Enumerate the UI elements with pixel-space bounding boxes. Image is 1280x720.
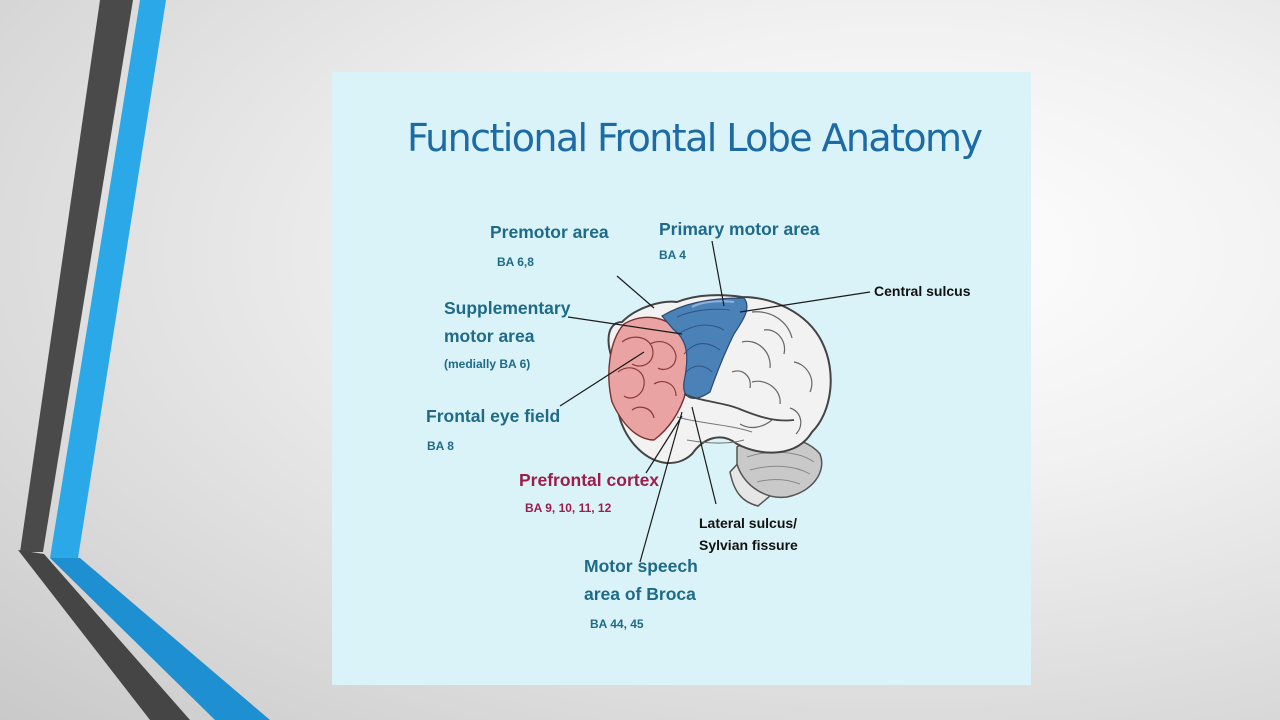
lateral-sulcus-label-line1: Lateral sulcus/ xyxy=(699,515,798,531)
decor-stripe-blue xyxy=(50,0,166,558)
frontal-eye-field-ba: BA 8 xyxy=(427,439,454,453)
leader-premotor xyxy=(616,275,655,309)
supplementary-ba: (medially BA 6) xyxy=(444,357,531,371)
broca-label-line1: Motor speech xyxy=(584,556,698,576)
frontal-lobe-diagram: Functional Frontal Lobe Anatomy xyxy=(332,72,1031,685)
leader-lateral-sulcus xyxy=(691,406,717,505)
leader-central-sulcus xyxy=(739,291,871,313)
lateral-sulcus-label-line2: Sylvian fissure xyxy=(699,537,798,553)
leader-supplementary xyxy=(567,316,683,335)
leader-lines xyxy=(559,240,871,563)
supplementary-label-line2: motor area xyxy=(444,326,535,346)
primary-motor-ba: BA 4 xyxy=(659,248,686,262)
broca-label-line2: area of Broca xyxy=(584,584,696,604)
central-sulcus-label: Central sulcus xyxy=(874,283,971,299)
prefrontal-label: Prefrontal cortex xyxy=(519,470,660,490)
brain-illustration xyxy=(559,240,871,563)
decor-stripe-dark xyxy=(20,0,133,552)
leader-frontal-eye-field xyxy=(559,351,645,407)
primary-motor-label: Primary motor area xyxy=(659,219,820,239)
premotor-label: Premotor area xyxy=(490,222,609,242)
frontal-eye-field-label: Frontal eye field xyxy=(426,406,561,426)
motor-strip-region xyxy=(661,297,748,399)
premotor-ba: BA 6,8 xyxy=(497,255,534,269)
supplementary-label-line1: Supplementary xyxy=(444,298,571,318)
prefrontal-ba: BA 9, 10, 11, 12 xyxy=(525,501,612,515)
leader-broca xyxy=(639,411,683,563)
leader-primary-motor xyxy=(711,240,725,307)
decor-stripe-blue-lower xyxy=(50,558,270,720)
leader-prefrontal xyxy=(645,415,683,474)
diagram-title: Functional Frontal Lobe Anatomy xyxy=(407,116,983,160)
broca-ba: BA 44, 45 xyxy=(590,617,644,631)
decor-stripe-dark-lower xyxy=(18,550,190,720)
